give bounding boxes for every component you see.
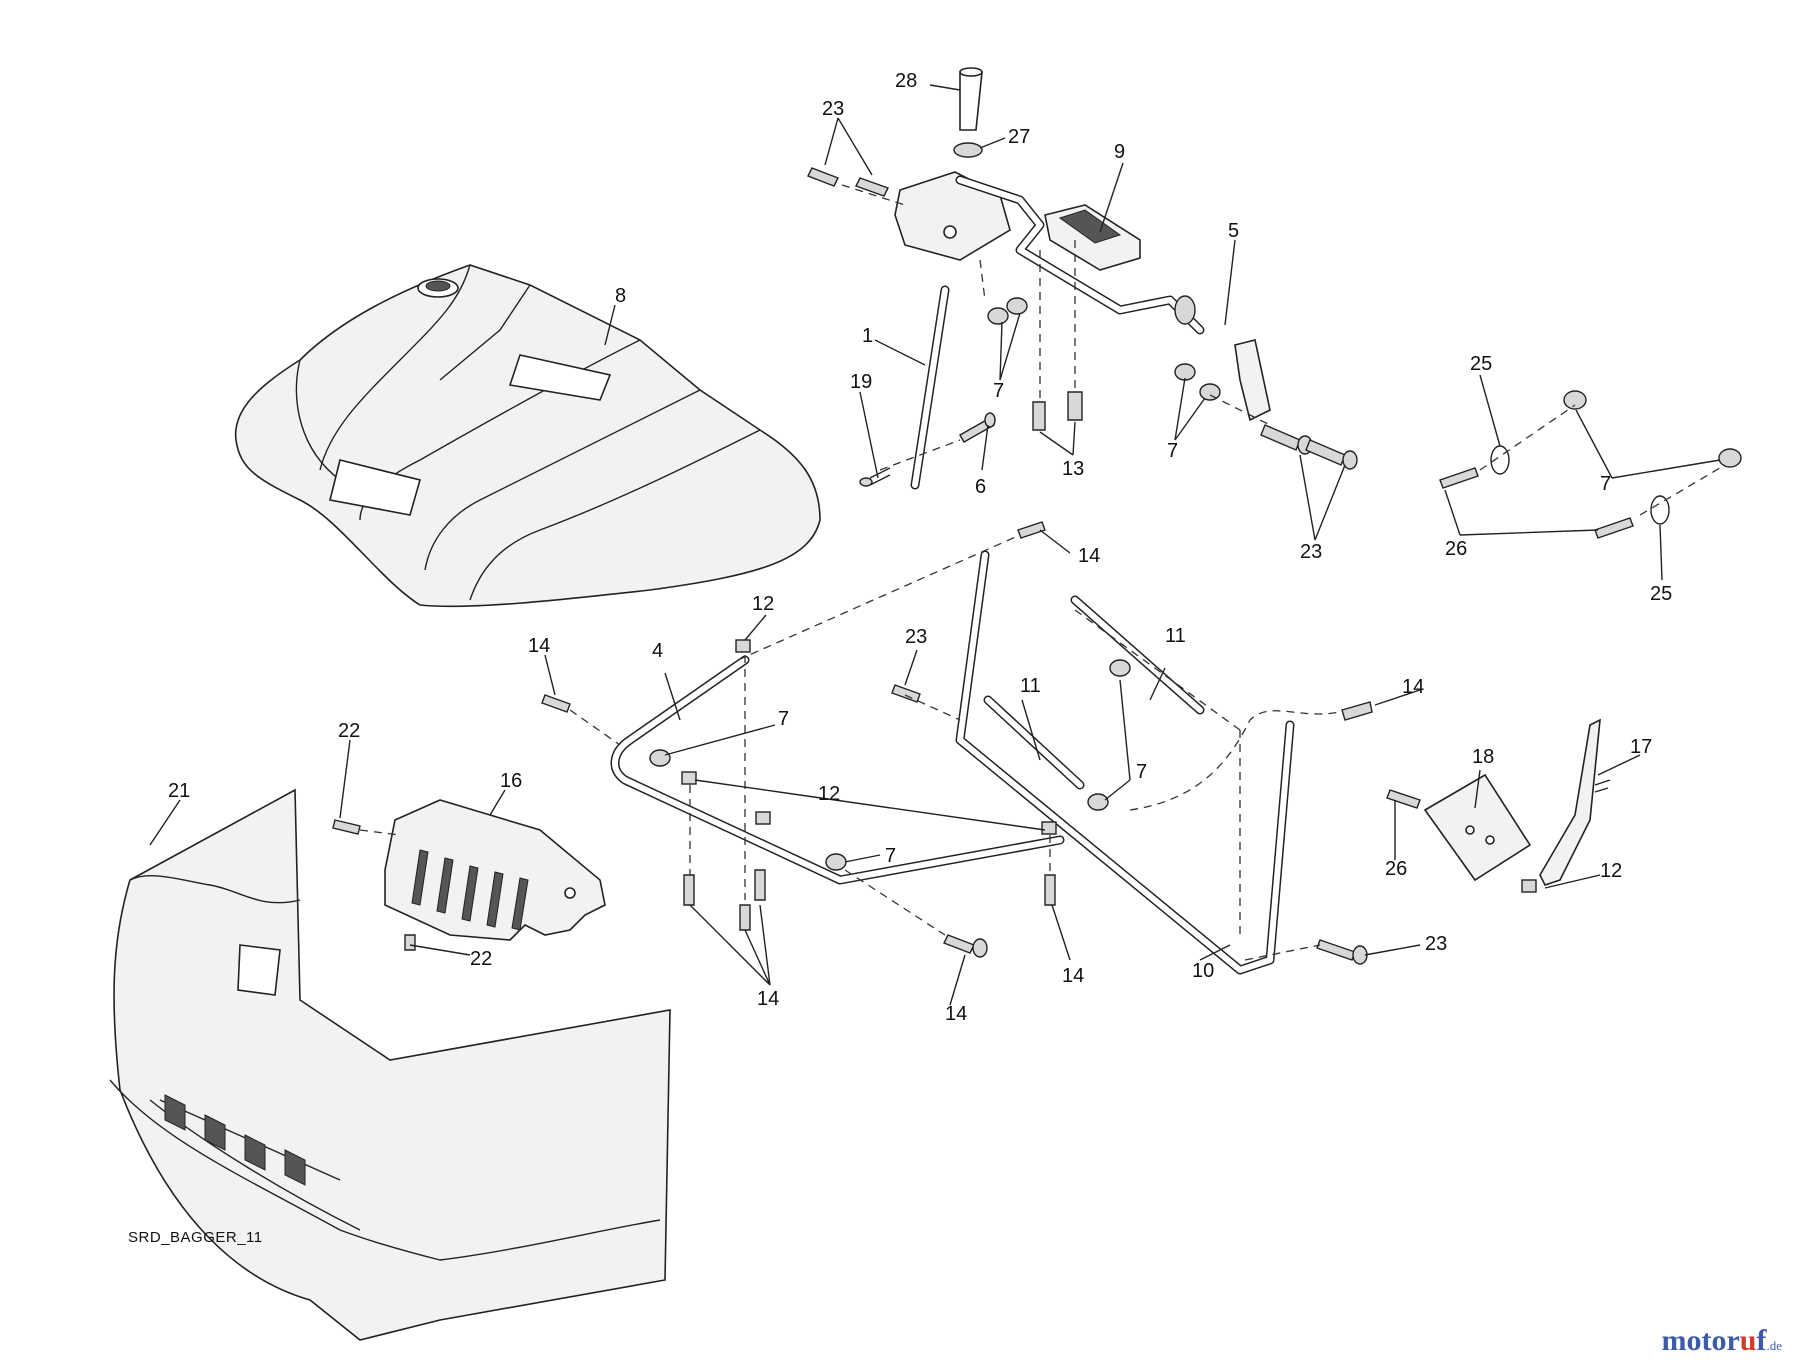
callout-25: 25 [1650, 583, 1672, 605]
leader-lines [149, 84, 1721, 1006]
callout-22: 22 [338, 720, 360, 742]
callout-7: 7 [778, 708, 789, 730]
bolt-26-lower [1386, 789, 1421, 809]
callout-17: 17 [1630, 736, 1652, 758]
callout-23: 23 [822, 98, 844, 120]
deflector-slots [411, 849, 529, 931]
callout-23: 23 [905, 626, 927, 648]
callout-7: 7 [1167, 440, 1178, 462]
part-19-pin [859, 467, 891, 487]
callout-4: 4 [652, 640, 663, 662]
callout-21: 21 [168, 780, 190, 802]
nut-hardware [649, 297, 1742, 871]
callout-6: 6 [975, 476, 986, 498]
callout-7: 7 [885, 845, 896, 867]
bolt-23-right [1260, 424, 1358, 470]
callout-8: 8 [615, 285, 626, 307]
callout-23: 23 [1300, 541, 1322, 563]
callout-23: 23 [1425, 933, 1447, 955]
square-nuts-12 [681, 639, 1537, 893]
callout-12: 12 [1600, 860, 1622, 882]
watermark-logo: motoruf.de [1661, 1324, 1782, 1357]
callout-13: 13 [1062, 458, 1084, 480]
part-8-lid [234, 264, 821, 608]
callout-16: 16 [500, 770, 522, 792]
callout-14: 14 [1402, 676, 1424, 698]
part-28-sleeve [959, 67, 983, 131]
callout-9: 9 [1114, 141, 1125, 163]
callout-12: 12 [752, 593, 774, 615]
callout-18: 18 [1472, 746, 1494, 768]
clip-25-26-group [1439, 445, 1670, 539]
callout-25: 25 [1470, 353, 1492, 375]
part-21-bag [109, 788, 671, 1341]
callout-28: 28 [895, 70, 917, 92]
callout-11: 11 [1165, 625, 1186, 647]
bolt-13-pair [1032, 391, 1083, 431]
callout-labels: 28 27 23 9 8 5 1 19 6 7 13 7 23 25 7 26 … [128, 70, 1672, 1246]
bolts-23-lower [891, 684, 1368, 965]
part-6-clevis-pin [959, 412, 996, 443]
callout-26: 26 [1445, 538, 1467, 560]
callout-14: 14 [528, 635, 550, 657]
callout-14: 14 [1062, 965, 1084, 987]
part-16-deflector [384, 799, 606, 941]
bag-vent-slots [164, 1094, 306, 1186]
callout-11: 11 [1020, 675, 1041, 697]
part-1-tube [910, 285, 950, 490]
part-10-frame [955, 550, 1295, 975]
part-18-plate [1423, 773, 1532, 882]
assembly-paths [359, 184, 1726, 961]
callout-22: 22 [470, 948, 492, 970]
part-4-frame [610, 655, 1065, 885]
callout-14: 14 [757, 988, 779, 1010]
part-17-bracket [1539, 718, 1611, 886]
diagram-reference-code: SRD_BAGGER_11 [128, 1229, 263, 1246]
callout-12: 12 [818, 783, 840, 805]
bolts-22 [332, 819, 416, 951]
callout-1: 1 [862, 325, 873, 347]
callout-7: 7 [993, 380, 1004, 402]
callout-10: 10 [1192, 960, 1214, 982]
callout-7: 7 [1600, 473, 1611, 495]
callout-14: 14 [945, 1003, 967, 1025]
part-27-cap [953, 142, 983, 158]
bolt-23-top [807, 167, 889, 197]
callout-14: 14 [1078, 545, 1100, 567]
callout-27: 27 [1008, 126, 1030, 148]
callout-19: 19 [850, 371, 872, 393]
part-5-pivot-bracket [1174, 295, 1271, 422]
upper-bracket [894, 171, 1205, 335]
part-9-handle-grip [1044, 204, 1141, 271]
callout-5: 5 [1228, 220, 1239, 242]
callout-26: 26 [1385, 858, 1407, 880]
callout-7: 7 [1136, 761, 1147, 783]
